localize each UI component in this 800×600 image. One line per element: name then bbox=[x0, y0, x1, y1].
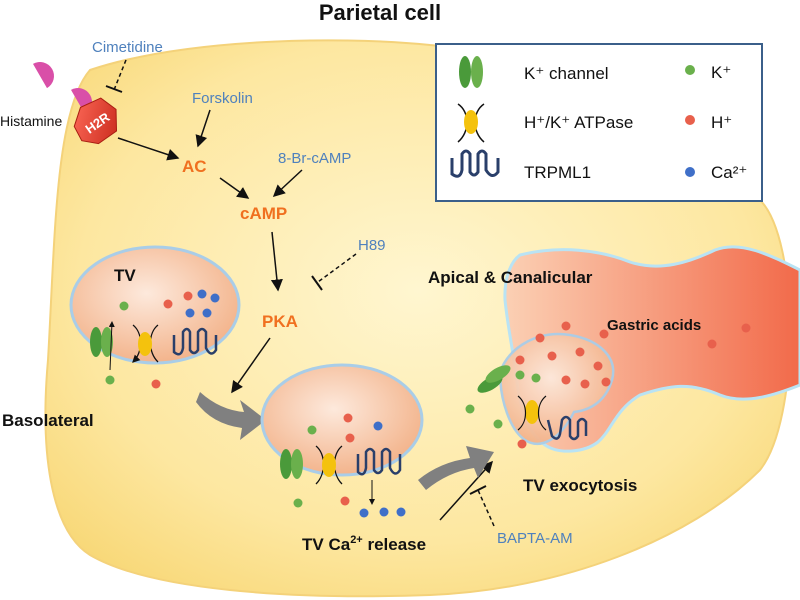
h-ion bbox=[547, 351, 557, 361]
ca-ion bbox=[202, 308, 212, 318]
exocytosis-trpml1-icon bbox=[546, 415, 588, 441]
trpml1-icon bbox=[450, 149, 500, 178]
k-ion bbox=[465, 404, 475, 414]
forskolin-label: Forskolin bbox=[192, 90, 253, 107]
pka-label: PKA bbox=[262, 312, 298, 331]
h-ion bbox=[515, 355, 525, 365]
vesicle1-k-channel-icon bbox=[90, 327, 113, 357]
h-ion bbox=[580, 379, 590, 389]
bapta-label: BAPTA-AM bbox=[497, 530, 573, 547]
h-ion bbox=[707, 339, 717, 349]
tv-label: TV bbox=[114, 266, 136, 285]
pka-to-vesicle-arrow bbox=[231, 337, 271, 394]
k-ion bbox=[307, 425, 317, 435]
legend-k-ion: K⁺ bbox=[711, 63, 731, 82]
atpase-icon bbox=[457, 103, 485, 143]
h-ion bbox=[593, 361, 603, 371]
h-ion bbox=[345, 433, 355, 443]
h-ion bbox=[343, 413, 353, 423]
ac-label: AC bbox=[182, 157, 207, 176]
ac-to-camp-arrow bbox=[219, 177, 250, 199]
ca-ion bbox=[197, 289, 207, 299]
h-ion bbox=[601, 377, 611, 387]
exocytosis-k-channel-icon bbox=[477, 365, 511, 393]
legend-atpase: H⁺/K⁺ ATPase bbox=[524, 113, 633, 132]
k-ion bbox=[105, 375, 115, 385]
exocytosis-label: TV exocytosis bbox=[523, 476, 637, 495]
ca-ion bbox=[379, 507, 389, 517]
vesicle1-trpml1-icon bbox=[172, 327, 218, 356]
ca-ion bbox=[359, 508, 369, 518]
h-ion bbox=[163, 299, 173, 309]
release-to-exocytosis-arrow bbox=[439, 460, 494, 521]
h-ion bbox=[517, 439, 527, 449]
h89-inhibit-bar bbox=[311, 275, 323, 291]
page-title: Parietal cell bbox=[319, 0, 441, 25]
k-channel-icon bbox=[459, 56, 483, 88]
apical-label: Apical & Canalicular bbox=[428, 268, 593, 287]
legend-ca-ion: Ca²⁺ bbox=[711, 163, 747, 182]
h-ion bbox=[561, 375, 571, 385]
vesicle1-k-arrow bbox=[108, 321, 115, 371]
vesicle2-k-channel-icon bbox=[280, 449, 303, 479]
h-ion bbox=[340, 496, 350, 506]
legend-trpml1: TRPML1 bbox=[524, 163, 591, 182]
h-ion bbox=[535, 333, 545, 343]
tv-release-label: TV Ca2+ release bbox=[302, 534, 426, 554]
vesicle1-atpase-icon bbox=[132, 324, 159, 363]
ca-ion bbox=[185, 308, 195, 318]
h2r-receptor: H2R bbox=[73, 97, 118, 145]
camp-to-pka-arrow bbox=[270, 231, 283, 292]
h-ion bbox=[599, 329, 609, 339]
legend-k-channel: K⁺ channel bbox=[524, 64, 609, 83]
k-ion bbox=[531, 373, 541, 383]
tubulovesicle-release bbox=[260, 363, 424, 477]
h-ion bbox=[741, 323, 751, 333]
ca-ion bbox=[210, 293, 220, 303]
exocytosis-atpase-icon bbox=[517, 395, 547, 431]
legend: K⁺ channel K⁺ H⁺/K⁺ ATPase H⁺ TRPML1 Ca²… bbox=[435, 43, 763, 202]
vesicle2-atpase-icon bbox=[315, 445, 343, 485]
forskolin-arrow bbox=[195, 109, 211, 148]
vesicle2-trpml1-icon bbox=[356, 447, 402, 476]
h89-label: H89 bbox=[358, 237, 386, 254]
h-ion bbox=[561, 321, 571, 331]
cimetidine-inhibit-line bbox=[113, 59, 127, 91]
ca-ion-icon bbox=[685, 167, 695, 177]
br-camp-arrow bbox=[272, 169, 303, 198]
br-camp-label: 8-Br-cAMP bbox=[278, 150, 351, 167]
cimetidine-label: Cimetidine bbox=[92, 39, 163, 56]
bapta-inhibit-bar bbox=[469, 485, 487, 495]
transition-arrow-1 bbox=[196, 392, 266, 440]
k-ion bbox=[293, 498, 303, 508]
k-ion bbox=[515, 370, 525, 380]
basolateral-label: Basolateral bbox=[2, 411, 94, 430]
h2r-to-ac-arrow bbox=[117, 137, 180, 161]
ca-ion bbox=[373, 421, 383, 431]
h-ion-icon bbox=[685, 115, 695, 125]
transition-arrow-2 bbox=[418, 446, 494, 490]
k-ion bbox=[119, 301, 129, 311]
h89-inhibit-line bbox=[317, 253, 357, 283]
gastric-acids-label: Gastric acids bbox=[607, 317, 701, 334]
k-ion-icon bbox=[685, 65, 695, 75]
legend-h-ion: H⁺ bbox=[711, 113, 732, 132]
camp-label: cAMP bbox=[240, 204, 287, 223]
ca-ion bbox=[396, 507, 406, 517]
h-ion bbox=[575, 347, 585, 357]
k-ion bbox=[493, 419, 503, 429]
h-ion bbox=[151, 379, 161, 389]
h-ion bbox=[183, 291, 193, 301]
cimetidine-inhibit-bar bbox=[105, 85, 123, 93]
histamine-label: Histamine bbox=[0, 113, 62, 129]
